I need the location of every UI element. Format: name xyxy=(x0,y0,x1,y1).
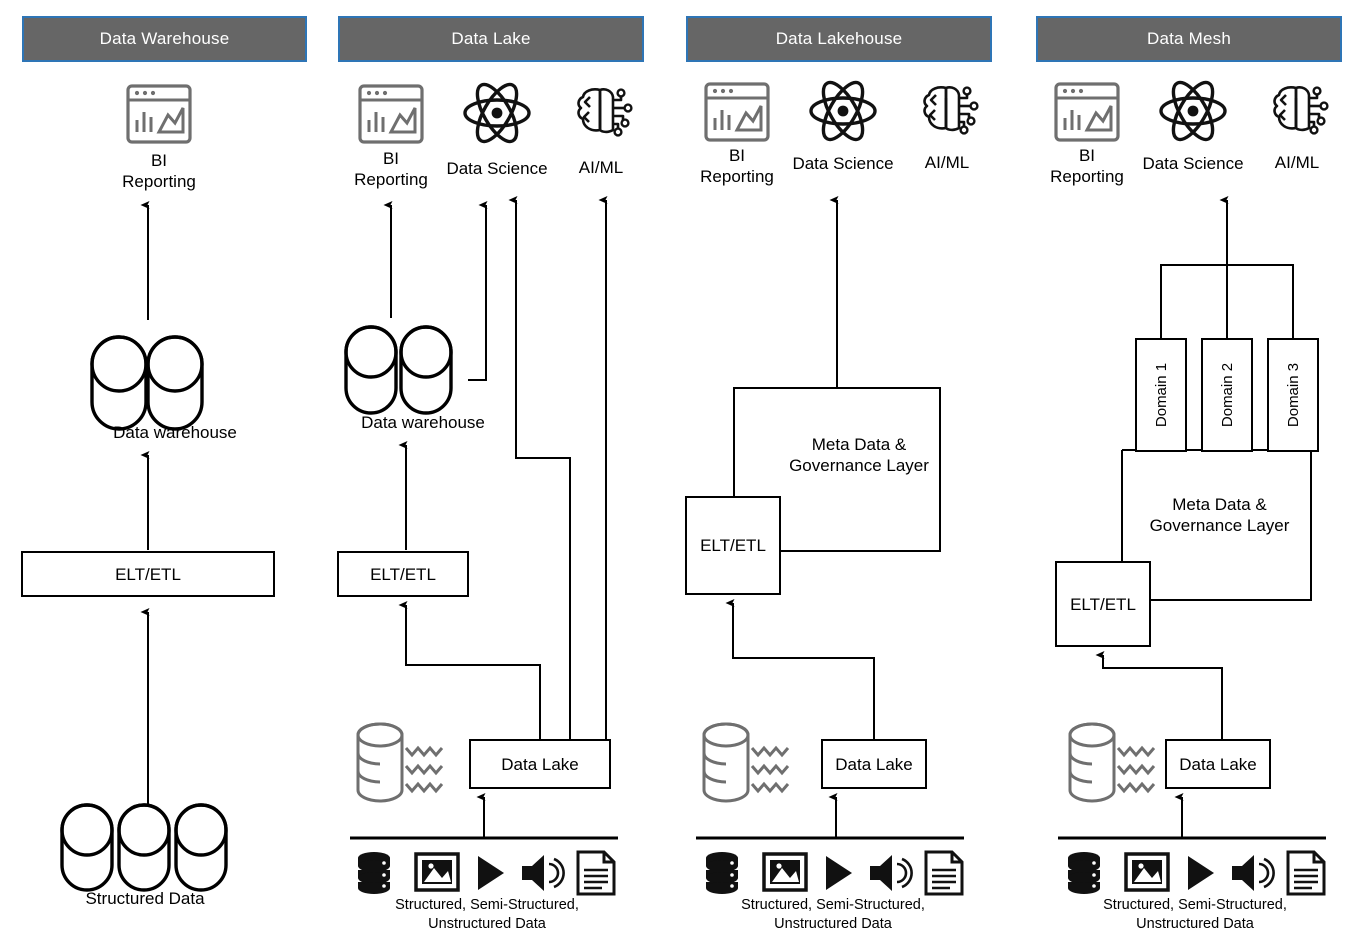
audio-speaker-icon xyxy=(1232,855,1275,891)
consumer-label-bi: BI Reporting xyxy=(700,146,774,186)
source-icon-row xyxy=(700,850,968,896)
atom-icon xyxy=(462,80,532,146)
arrow-lake-to-etl xyxy=(725,599,875,740)
column-4-graphics xyxy=(1036,0,1342,950)
arrow-lake-to-datascience xyxy=(508,196,571,740)
data-lake-box xyxy=(1165,739,1271,789)
column-2-graphics xyxy=(337,0,644,950)
elt-etl-box xyxy=(1055,561,1151,647)
video-play-icon xyxy=(826,856,852,890)
document-icon xyxy=(1286,850,1326,896)
consumer-label-bi: BI Reporting xyxy=(1050,146,1124,186)
video-play-icon xyxy=(478,856,504,890)
column-data-mesh: Data Mesh xyxy=(1036,0,1342,950)
brain-circuit-icon xyxy=(1266,80,1329,142)
column-data-lake: Data Lake xyxy=(337,0,644,950)
document-icon xyxy=(576,850,616,896)
store-label-warehouse: Data warehouse xyxy=(113,423,237,442)
column-data-lakehouse: Data Lakehouse xyxy=(685,0,992,950)
data-warehouse-cylinders-icon xyxy=(90,335,204,431)
data-lake-store-icon xyxy=(356,722,444,803)
source-label-mixed: Structured, Semi-Structured, Unstructure… xyxy=(741,897,925,932)
structured-data-cylinders-icon xyxy=(60,803,228,892)
consumer-label-data-science: Data Science xyxy=(446,159,548,178)
audio-speaker-icon xyxy=(522,855,565,891)
data-lake-store-icon xyxy=(1068,722,1156,803)
domain-box-1 xyxy=(1135,338,1187,452)
data-lake-box xyxy=(821,739,927,789)
database-stack-icon xyxy=(1068,852,1100,894)
column-header-data-lakehouse[interactable]: Data Lakehouse xyxy=(686,16,992,62)
video-play-icon xyxy=(1188,856,1214,890)
bi-reporting-icon xyxy=(704,82,770,142)
column-header-data-mesh[interactable]: Data Mesh xyxy=(1036,16,1342,62)
elt-etl-box xyxy=(337,551,469,597)
bi-reporting-icon xyxy=(126,84,192,144)
source-icon-row xyxy=(352,850,620,896)
arrow-lake-to-etl xyxy=(1095,651,1223,740)
database-stack-icon xyxy=(358,852,390,894)
column-header-data-warehouse[interactable]: Data Warehouse xyxy=(22,16,307,62)
image-icon xyxy=(1124,852,1170,892)
image-icon xyxy=(762,852,808,892)
data-lake-store-icon xyxy=(702,722,790,803)
atom-icon xyxy=(808,78,878,144)
image-icon xyxy=(414,852,460,892)
consumer-label-data-science: Data Science xyxy=(1142,154,1244,173)
elt-etl-box xyxy=(21,551,275,597)
consumer-label-aiml: AI/ML xyxy=(1274,153,1320,172)
arrow-lake-to-etl xyxy=(398,601,541,740)
consumer-label-bi: BI Reporting xyxy=(122,151,196,191)
database-stack-icon xyxy=(706,852,738,894)
consumer-label-aiml: AI/ML xyxy=(924,153,970,172)
audio-speaker-icon xyxy=(870,855,913,891)
column-data-warehouse: Data Warehouse xyxy=(21,0,307,950)
column-1-graphics xyxy=(21,0,307,950)
source-label-mixed: Structured, Semi-Structured, Unstructure… xyxy=(395,897,579,932)
domain-box-3 xyxy=(1267,338,1319,452)
consumer-label-aiml: AI/ML xyxy=(578,158,624,177)
brain-circuit-icon xyxy=(570,82,633,144)
brain-circuit-icon xyxy=(916,80,979,142)
source-label-mixed: Structured, Semi-Structured, Unstructure… xyxy=(1103,897,1287,932)
bi-reporting-icon xyxy=(1054,82,1120,142)
domain-bus xyxy=(1160,264,1294,339)
source-label-structured: Structured Data xyxy=(85,889,205,908)
arrow-dw-to-datascience xyxy=(468,201,488,381)
bi-reporting-icon xyxy=(358,84,424,144)
store-label-warehouse: Data warehouse xyxy=(361,413,485,432)
consumer-label-bi: BI Reporting xyxy=(354,149,428,189)
column-3-graphics xyxy=(685,0,992,950)
consumer-label-data-science: Data Science xyxy=(792,154,894,173)
source-icon-row xyxy=(1062,850,1330,896)
elt-etl-box xyxy=(685,496,781,595)
atom-icon xyxy=(1158,78,1228,144)
document-icon xyxy=(924,850,964,896)
domain-box-2 xyxy=(1201,338,1253,452)
data-lake-box xyxy=(469,739,611,789)
data-warehouse-cylinders-icon xyxy=(344,325,453,415)
column-header-data-lake[interactable]: Data Lake xyxy=(338,16,644,62)
